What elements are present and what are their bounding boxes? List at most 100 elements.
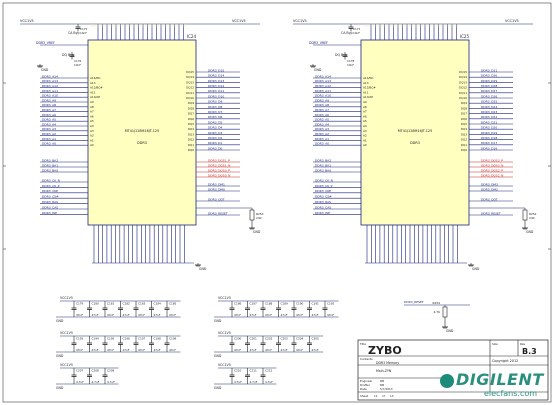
ground-label: GND — [472, 267, 480, 271]
control-net-label: DDR3_WE — [315, 211, 330, 215]
data-net-label: DDR3_D25 — [481, 100, 497, 104]
address-pin-name: A10/AP — [90, 95, 100, 99]
sheet-label: Sheet — [360, 394, 369, 398]
revision-value: B.3 — [522, 347, 537, 356]
bypass-cap-ref: C175 — [80, 27, 88, 31]
capacitor-value: 47nF — [265, 313, 272, 317]
data-net-label: DDR3_D23 — [481, 110, 497, 114]
data-pin-name: DQ2 — [461, 138, 467, 142]
capacitor-value: 47nF — [123, 348, 130, 352]
control-net-label: DDR3_CS# — [42, 195, 59, 199]
capacitor-ref: C189 — [281, 302, 289, 306]
address-pin-name: A10/AP — [363, 95, 373, 99]
control-net-label: DDR3_CAS — [42, 205, 58, 209]
capacitor-value: 4.7uF — [265, 380, 273, 384]
address-pin-name: A4 — [90, 124, 94, 128]
bypass-cap-value: 10nF — [80, 31, 87, 35]
contents-label: Contents — [360, 357, 373, 361]
capacitor-ref: C180 — [92, 302, 100, 306]
data-pin-name: DQ8 — [461, 106, 467, 110]
data-pin-name: DQ4 — [188, 127, 194, 131]
ground-label: GND — [253, 230, 261, 234]
capacitor-value: 47nF — [312, 313, 319, 317]
capacitor-value: 47nF — [154, 348, 161, 352]
control-net-label: DDR3_WE — [42, 211, 57, 215]
address-pin-name: A8 — [363, 105, 367, 109]
capacitor-value: 47nF — [327, 313, 334, 317]
zq-resistor-ref: R252 — [529, 212, 537, 216]
reset-pull-ref: R254 — [432, 301, 440, 305]
data-pin-name: DQ7 — [188, 112, 194, 116]
data-pin-name: DQ13 — [459, 80, 467, 84]
address-pin-name: A12/BC# — [90, 86, 103, 90]
data-net-label: DDR3_D29 — [481, 79, 497, 83]
reset-net-label: DDR3_RESET — [208, 211, 228, 215]
address-net-label: DDR3_A13 — [42, 79, 58, 83]
ic25-chip-body — [360, 39, 470, 226]
strobe-net-label: DDR3_DQS2_P — [481, 168, 503, 172]
bank-address-net-label: DDR3_BA2 — [315, 158, 331, 162]
capacitor-ref: C191 — [312, 302, 320, 306]
capacitor-ref: C209 — [107, 369, 115, 373]
control-net-label: DDR3_CK_P — [315, 184, 333, 188]
capacitor-value: 47nF — [92, 313, 99, 317]
title-block — [357, 339, 549, 401]
chip-part-number: MT41J128M16JT-125 — [125, 129, 159, 133]
reset-pull-value: 4.7K — [434, 310, 441, 314]
power-bus-highlight — [363, 24, 459, 27]
address-pin-name: A1 — [90, 138, 94, 142]
address-pin-name: A9 — [363, 100, 367, 104]
capacitor-ref: C184 — [154, 302, 162, 306]
data-pin-name: DQ0 — [188, 148, 194, 152]
address-pin-name: A9 — [90, 100, 94, 104]
data-pin-name: DQ11 — [186, 91, 194, 95]
strobe-net-label: DDR3_DQS0_N — [208, 173, 230, 177]
data-pin-name: DQ5 — [461, 122, 467, 126]
address-net-label: DDR3_A3 — [315, 127, 329, 131]
address-net-label: DDR3_A2 — [42, 132, 56, 136]
address-net-label: DDR3_A8 — [315, 103, 329, 107]
capacitor-ref: C181 — [107, 302, 115, 306]
capacitor-ref: C195 — [107, 337, 115, 341]
data-net-label: DDR3_D24 — [481, 105, 497, 109]
title-block-frame — [357, 339, 549, 401]
address-pin-name: A12/BC# — [363, 86, 376, 90]
bank-address-net-label: DDR3_BA1 — [315, 163, 331, 167]
data-pin-name: DQ14 — [459, 75, 467, 79]
address-net-label: DDR3_A3 — [42, 127, 56, 131]
data-net-label: DDR3_D15 — [208, 68, 224, 72]
reset-pull-net-label: DDR3_RESET — [404, 300, 424, 304]
capacitor-ref: C208 — [92, 369, 100, 373]
chip-part-number: MT41J128M16JT-125 — [398, 129, 432, 133]
data-net-label: DDR3_D9 — [208, 100, 222, 104]
address-pin-name: A0 — [90, 143, 94, 147]
data-net-label: DDR3_D10 — [208, 94, 224, 98]
capacitor-value: 47nF — [169, 348, 176, 352]
address-pin-name: A6 — [363, 114, 367, 118]
capacitor-ref: C187 — [250, 302, 258, 306]
watermark-brand: DIGILENT — [456, 370, 544, 389]
control-net-label: DDR3_CK_P — [42, 184, 60, 188]
capacitor-value: 47nF — [281, 313, 288, 317]
bypass-cap-value: 10nF — [353, 31, 360, 35]
data-net-label: DDR3_D2 — [208, 136, 222, 140]
ground-label: GND — [214, 319, 222, 323]
capacitor-ref: C201 — [250, 337, 258, 341]
address-pin-name: A5 — [90, 119, 94, 123]
address-net-label: DDR3_A11 — [315, 89, 331, 93]
address-net-label: DDR3_A1 — [315, 137, 329, 141]
date-value: 5/7/2013 — [380, 387, 393, 391]
address-pin-name: A11 — [363, 90, 369, 94]
data-net-label: DDR3_D5 — [208, 120, 222, 124]
capacitor-value: 47nF — [234, 348, 241, 352]
bypass-cap-value: 10nF — [74, 63, 81, 67]
data-net-label: DDR3_D31 — [481, 68, 497, 72]
data-net-label: DDR3_D21 — [481, 120, 497, 124]
address-net-label: DDR3_A7 — [315, 108, 329, 112]
vcc-label: VCC1V5 — [20, 19, 34, 23]
power-bus-highlight — [90, 24, 186, 27]
capacitor-ref: C202 — [265, 337, 273, 341]
vref-net-label: DDR3_VREF — [309, 41, 328, 45]
reset-net-label: DDR3_RESET — [481, 211, 501, 215]
address-pin-name: A3 — [363, 129, 367, 133]
